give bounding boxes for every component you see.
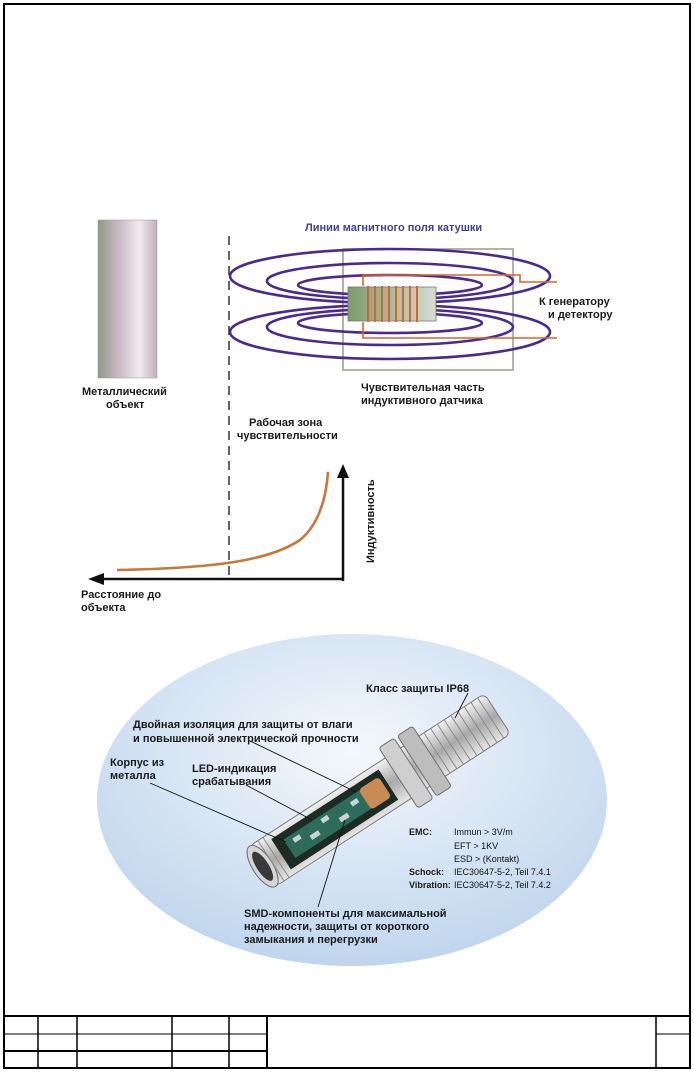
- sensing-part-label-line1: Чувствительная часть: [361, 382, 485, 394]
- inductive-sensor-principle-diagram: Линии магнитного поля катушки К генерато…: [81, 219, 613, 614]
- distance-axis-arrow: [88, 573, 104, 585]
- spec-label-3: Schock:: [409, 867, 444, 877]
- spec-list: EMC: Immun > 3V/m EFT > 1KV ESD > (Konta…: [409, 827, 551, 890]
- spec-label-4: Vibration:: [409, 880, 451, 890]
- smd-label-line1: SMD-компоненты для максимальной: [244, 908, 447, 920]
- led-label-line1: LED-индикация: [192, 763, 276, 775]
- sensitivity-zone-label-line2: чувствительности: [237, 430, 338, 442]
- metal-object-label-line2: объект: [106, 399, 145, 411]
- body-label-line2: металла: [110, 770, 157, 782]
- coil-core: [347, 286, 437, 322]
- distance-axis-label-line1: Расстояние до: [81, 589, 161, 601]
- inductance-curve: [116, 471, 330, 572]
- generator-label-line2: и детектору: [548, 309, 613, 321]
- distance-axis-label-line2: объекта: [81, 602, 126, 614]
- smd-label-line3: замыкания и перегрузки: [244, 934, 378, 946]
- ip-class-label: Класс защиты IP68: [366, 683, 469, 695]
- metal-object: [97, 219, 158, 379]
- generator-label-line1: К генератору: [539, 296, 611, 308]
- sensor-construction-illustration: Класс защиты IP68 Двойная изоляция для з…: [95, 631, 607, 967]
- coil-lead-lower: [362, 322, 557, 339]
- spec-label-0: EMC:: [409, 827, 432, 837]
- sensing-part-label-line2: индуктивного датчика: [361, 395, 484, 407]
- body-label-line1: Корпус из: [110, 757, 165, 769]
- insulation-label-line2: и повышенной электрической прочности: [133, 733, 359, 745]
- title-block: [4, 1015, 690, 1068]
- insulation-label-line1: Двойная изоляция для защиты от влаги: [133, 719, 353, 731]
- sensor-body: [246, 695, 509, 888]
- spec-value-1: EFT > 1KV: [454, 841, 498, 851]
- spec-value-3: IEC30647-5-2, Teil 7.4.1: [454, 867, 551, 877]
- led-label-line2: срабатывания: [192, 776, 271, 788]
- coil-windings: [367, 286, 418, 322]
- sensitivity-zone-label-line1: Рабочая зона: [249, 417, 323, 429]
- inductance-axis-label: Индуктивность: [365, 479, 377, 563]
- callout-leaders: [149, 692, 469, 908]
- spec-value-4: IEC30647-5-2, Teil 7.4.2: [454, 880, 551, 890]
- spec-value-2: ESD > (Kontakt): [454, 854, 519, 864]
- spec-value-0: Immun > 3V/m: [454, 827, 513, 837]
- sheet-frame: [3, 3, 691, 1069]
- metal-object-label-line1: Металлический: [82, 386, 167, 398]
- smd-label-line2: надежности, защиты от короткого: [244, 921, 429, 933]
- coil-lead-upper: [362, 274, 557, 286]
- inductance-axis-arrow: [337, 464, 349, 478]
- field-lines-title: Линии магнитного поля катушки: [305, 222, 482, 234]
